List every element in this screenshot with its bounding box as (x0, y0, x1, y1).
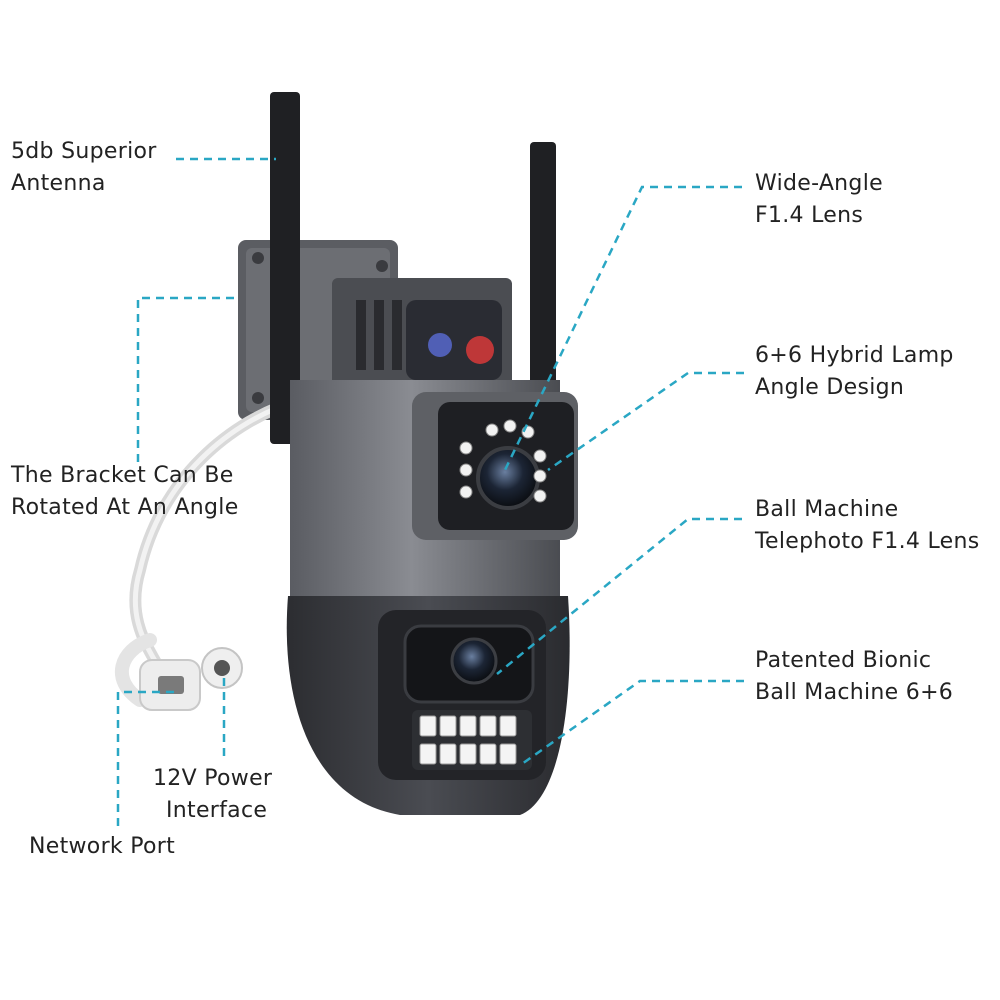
callout-label-line: Rotated At An Angle (11, 495, 239, 520)
callout-label-bionic: Patented Bionic Ball Machine 6+6 (755, 645, 953, 709)
callout-line-telephoto (496, 517, 742, 675)
power-connector (201, 647, 243, 689)
callout-lines (116, 157, 744, 826)
ball-machine-dome (286, 596, 570, 815)
callout-label-power: 12V Power Interface (153, 763, 272, 827)
callout-line-bionic (518, 679, 744, 768)
bracket-screw (376, 260, 388, 272)
antenna-right (530, 142, 556, 420)
callout-label-line: Ball Machine 6+6 (755, 680, 954, 705)
callout-label-line: Network Port (29, 834, 176, 859)
callout-label-bracket: The Bracket Can Be Rotated At An Angle (11, 460, 239, 524)
callout-label-line: 6+6 Hybrid Lamp (755, 343, 954, 368)
network-port (139, 659, 201, 711)
cable (114, 394, 306, 707)
callout-label-antenna: 5db Superior Antenna (11, 136, 157, 200)
callout-label-line: Patented Bionic (755, 648, 932, 673)
callout-label-line: Telephoto F1.4 Lens (755, 529, 980, 554)
antenna-left (270, 92, 300, 444)
callout-label-line: The Bracket Can Be (11, 463, 234, 488)
callout-label-network: Network Port (29, 831, 175, 863)
callout-label-line: F1.4 Lens (755, 203, 864, 228)
callout-line-wide-angle (503, 185, 742, 471)
callout-label-line: Interface (166, 798, 268, 823)
wide-angle-lens (476, 446, 540, 510)
callout-label-line: 5db Superior (11, 139, 157, 164)
siren-light (406, 300, 502, 380)
callout-line-bracket (136, 296, 240, 462)
callout-line-hybrid-lamp (547, 371, 744, 472)
wide-angle-module (412, 392, 578, 540)
callout-label-line: Antenna (11, 171, 106, 196)
bracket-screw (252, 392, 264, 404)
bracket-screw (252, 252, 264, 264)
callout-label-line: Wide-Angle (755, 171, 883, 196)
led-ring (459, 419, 547, 503)
callout-line-network (116, 690, 176, 826)
callout-label-line: 12V Power (153, 766, 273, 791)
callout-label-hybrid-lamp: 6+6 Hybrid Lamp Angle Design (755, 340, 954, 404)
callout-label-wide-angle: Wide-Angle F1.4 Lens (755, 168, 883, 232)
callout-label-line: Ball Machine (755, 497, 899, 522)
bionic-led-array (412, 710, 532, 770)
callout-label-telephoto: Ball Machine Telephoto F1.4 Lens (755, 494, 979, 558)
callout-label-line: Angle Design (755, 375, 905, 400)
telephoto-lens (450, 637, 498, 685)
